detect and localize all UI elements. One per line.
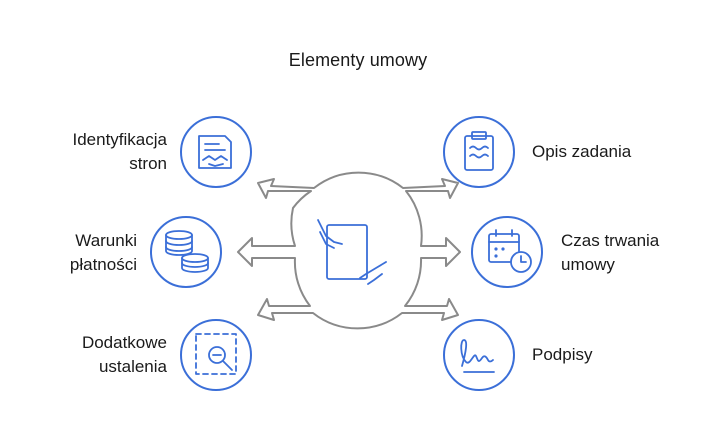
circle-podpisy <box>443 319 515 391</box>
hub-outline <box>237 171 461 330</box>
signature-icon <box>460 339 495 373</box>
label-identyfikacja: Identyfikacja stron <box>72 130 168 173</box>
circle-opis <box>443 116 515 188</box>
diagram-title: Elementy umowy <box>288 50 428 70</box>
label-warunki: Warunki płatności <box>69 231 137 274</box>
label-opis: Opis zadania <box>532 142 632 161</box>
central-hub <box>237 171 461 330</box>
contract-handshake-icon <box>198 135 232 169</box>
label-dodatkowe: Dodatkowe ustalenia <box>81 333 167 376</box>
circle-identyfikacja <box>180 116 252 188</box>
clipboard-icon <box>464 131 494 171</box>
label-czas: Czas trwania umowy <box>561 231 660 274</box>
coin-stack-icon <box>165 230 209 273</box>
calendar-clock-icon <box>488 229 532 273</box>
circle-czas <box>471 216 543 288</box>
label-podpisy: Podpisy <box>532 345 593 364</box>
hands-document-icon <box>317 219 387 285</box>
magnifier-search-icon <box>195 333 237 375</box>
circle-warunki <box>150 216 222 288</box>
